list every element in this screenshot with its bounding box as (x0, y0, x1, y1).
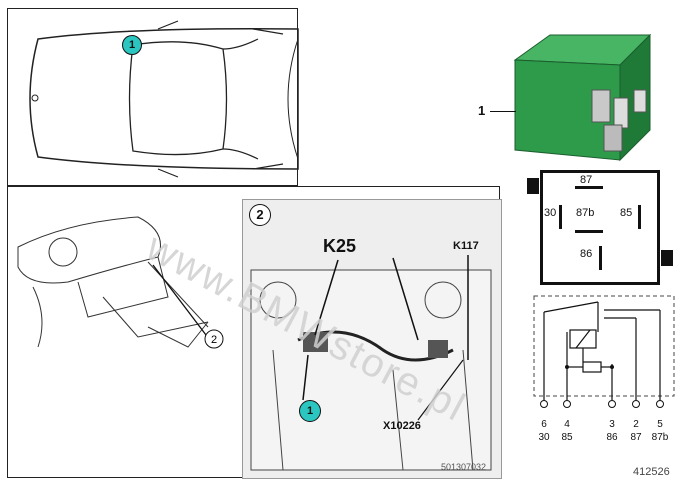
car-outline-panel: 1 (7, 8, 299, 186)
footer-id: 412526 (633, 466, 670, 478)
relay-illustration (513, 33, 652, 162)
schem-pin-bottom-4: 87 (630, 432, 642, 443)
pin-87-bar (575, 186, 603, 189)
location-panel: 2 2 K25 K117 X10226 501307032 1 (7, 186, 502, 479)
pin-87-label: 87 (580, 174, 593, 186)
pin-85-bar (638, 205, 641, 229)
schem-pin-top-3: 3 (609, 419, 615, 430)
relay-leader-line (490, 111, 516, 112)
schem-pin-bottom-1: 30 (538, 432, 550, 443)
detail-code: 501307032 (441, 462, 487, 472)
relay-face (540, 170, 660, 285)
relay-schematic (533, 295, 675, 408)
callout-1-car: 1 (122, 35, 142, 55)
relay-face-tab-right (661, 250, 673, 266)
schem-pin-bottom-3: 86 (606, 432, 618, 443)
pin-30-bar (559, 205, 562, 229)
pin-30-label: 30 (544, 207, 557, 219)
detail-callout-2: 2 (249, 204, 271, 226)
pin-85-label: 85 (620, 207, 633, 219)
schem-pin-top-2: 4 (564, 419, 570, 430)
callout-1-detail-text: 1 (306, 405, 314, 417)
dashboard-drawing: 2 (17, 216, 224, 349)
schem-pin-bottom-2: 85 (561, 432, 573, 443)
dashboard-callout-2: 2 (211, 334, 217, 346)
detail-drawing (250, 255, 492, 471)
callout-1-detail: 1 (299, 400, 321, 422)
detail-view: 2 K25 K117 X10226 501307032 1 (242, 199, 502, 479)
pin-87b-label: 87b (576, 207, 595, 219)
relay-callout-1: 1 (478, 103, 486, 118)
callout-1-car-text: 1 (128, 39, 136, 51)
schem-pin-bottom-5: 87b (651, 432, 669, 443)
pin-86-bar (599, 246, 602, 270)
detail-callout-2-text: 2 (256, 207, 264, 222)
schem-pin-top-4: 2 (633, 419, 639, 430)
label-k25: K25 (323, 236, 357, 256)
label-k117: K117 (453, 240, 479, 252)
schem-pin-top-5: 5 (657, 419, 663, 430)
pin-87b-bar (575, 230, 603, 233)
label-x10226: X10226 (383, 420, 421, 432)
schem-pin-top-1: 6 (541, 419, 547, 430)
relay-face-tab-left (527, 178, 539, 194)
pin-86-label: 86 (580, 248, 593, 260)
car-outline-drawing (29, 20, 299, 178)
